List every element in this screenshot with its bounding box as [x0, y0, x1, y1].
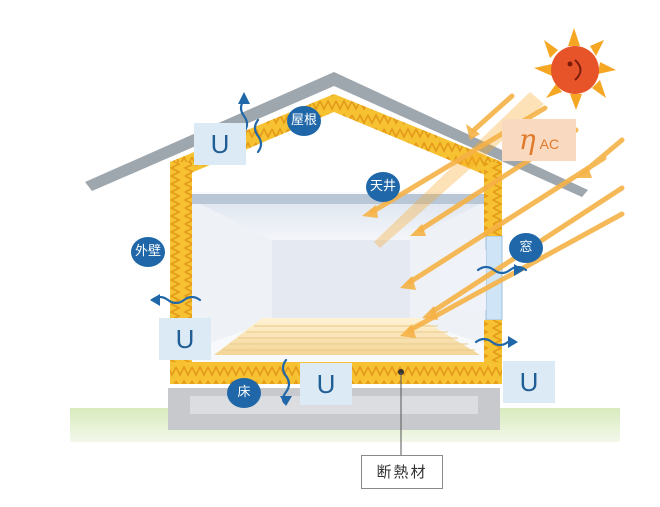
- ceiling-board: [188, 194, 492, 204]
- u-value-floor: U: [300, 363, 352, 405]
- insulation-caption: 断熱材: [361, 455, 443, 489]
- label-floor: 床: [227, 378, 261, 408]
- label-roof: 屋根: [287, 106, 321, 136]
- label-ceiling: 天井: [366, 172, 400, 202]
- u-value-window: U: [503, 361, 555, 403]
- label-window: 窓: [509, 233, 543, 263]
- sunlight-arrow-icon: [374, 92, 544, 248]
- u-value-wall: U: [159, 318, 211, 360]
- eta-subscript: AC: [539, 136, 560, 152]
- sun-icon: [534, 28, 616, 110]
- u-value-roof: U: [194, 123, 246, 165]
- eta-symbol: η: [518, 123, 536, 156]
- room-back-wall: [272, 240, 410, 320]
- heat-flow-arrow-icon: [150, 98, 528, 406]
- label-exterior-wall: 外壁: [131, 237, 165, 267]
